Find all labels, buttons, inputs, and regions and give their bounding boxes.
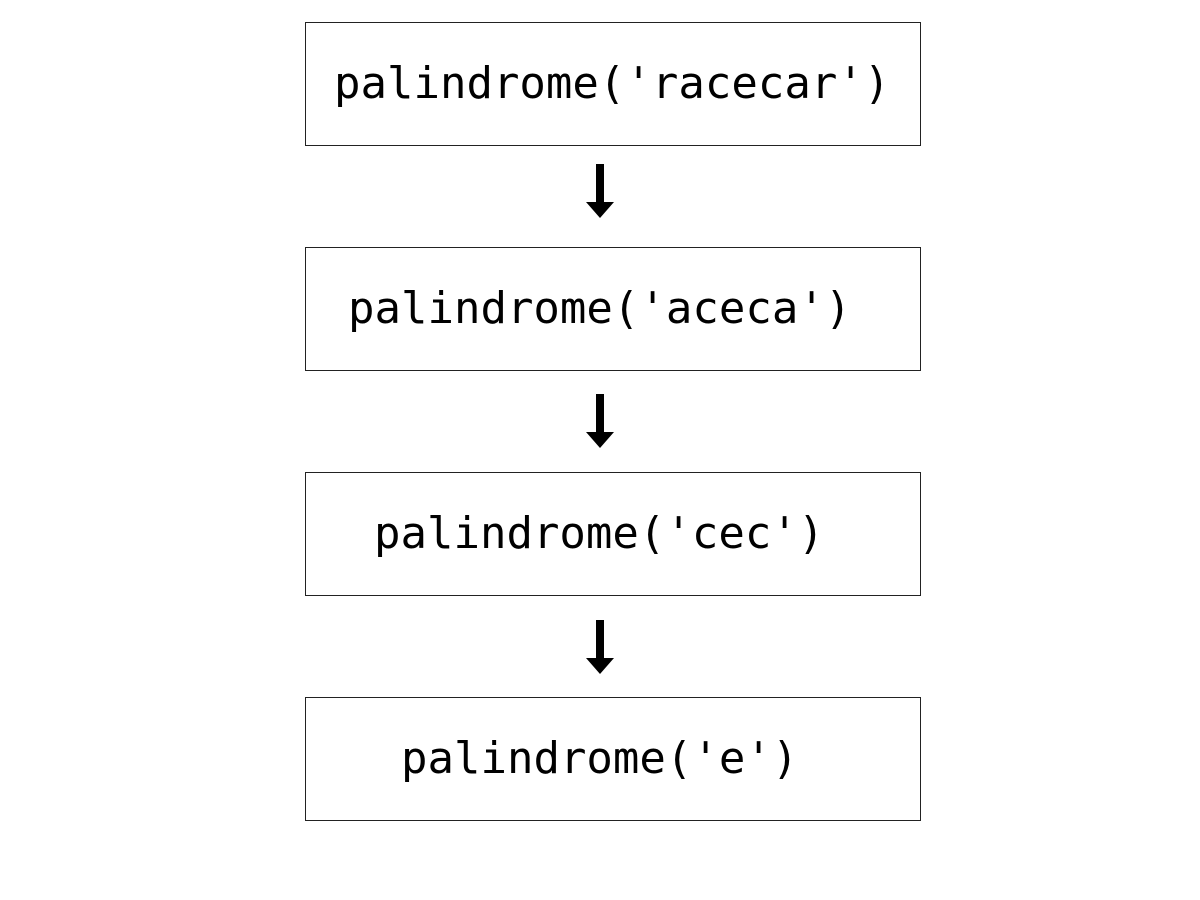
step-label: palindrome('cec') [374,508,825,559]
arrow-down-icon [586,620,614,674]
step-label: palindrome('aceca') [348,283,852,334]
step-label: palindrome('racecar') [334,58,891,109]
step-box-e: palindrome('e') [305,697,921,821]
step-label: palindrome('e') [401,733,799,784]
step-box-aceca: palindrome('aceca') [305,247,921,371]
arrow-down-icon [586,164,614,218]
step-box-cec: palindrome('cec') [305,472,921,596]
step-box-racecar: palindrome('racecar') [305,22,921,146]
arrow-down-icon [586,394,614,448]
